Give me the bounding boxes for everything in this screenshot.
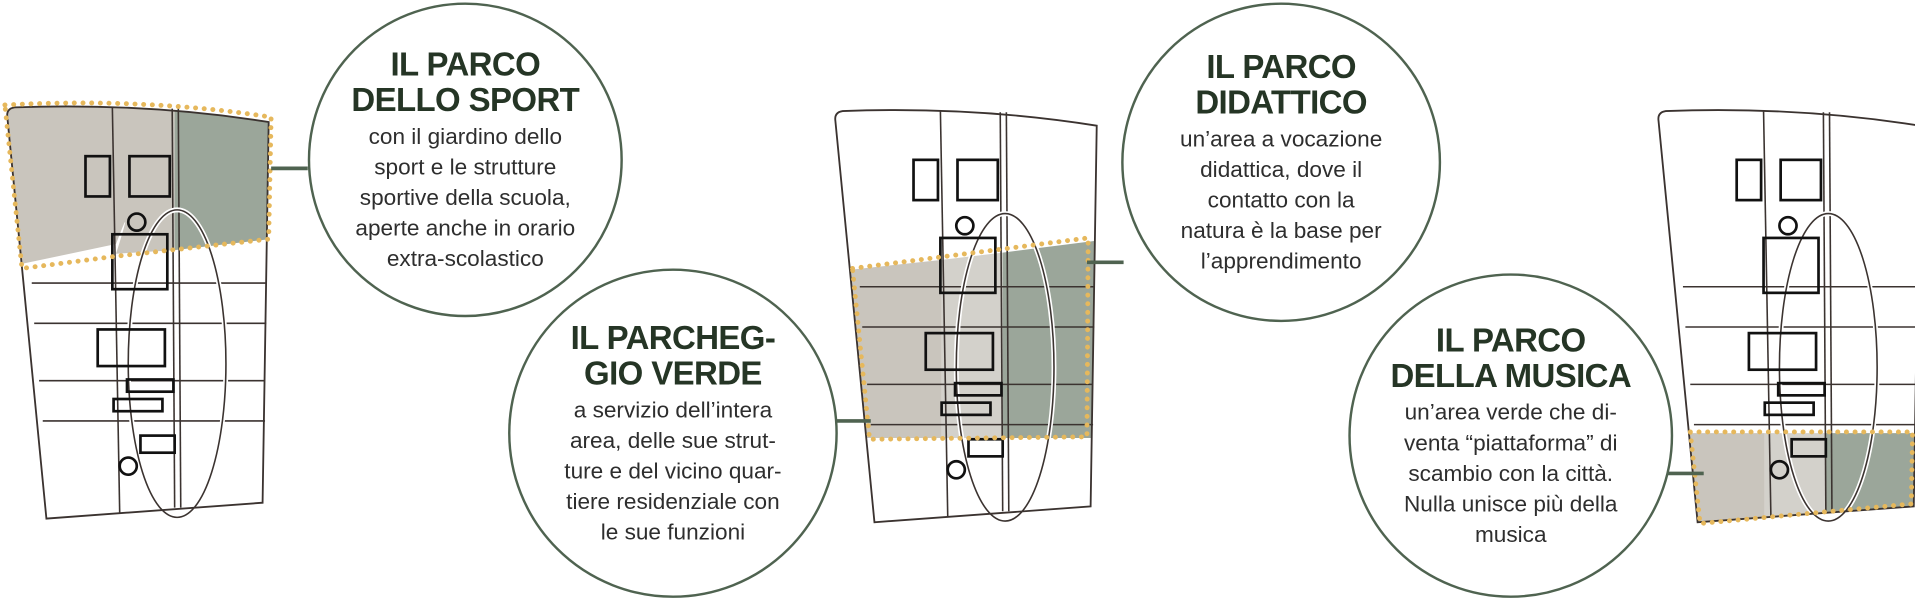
bubble-parco-musica: IL PARCO DELLA MUSICA un’area verde che … (1348, 273, 1674, 598)
bubble-text: con il giardino dello sport e le struttu… (355, 122, 576, 271)
bubble-text: un’area a vocazione didattica, dove il c… (1180, 125, 1383, 273)
bubble-title: IL PARCO DIDATTICO (1195, 48, 1367, 121)
bubble-title: IL PARCO DELLO SPORT (351, 45, 580, 118)
map-sport (2, 100, 308, 519)
highlight-outline (849, 235, 1091, 442)
highlight-outline (1687, 429, 1915, 527)
bubble-parco-sport: IL PARCO DELLO SPORT con il giardino del… (307, 2, 623, 318)
highlight-outline (2, 100, 274, 272)
bubble-title: IL PARCO DELLA MUSICA (1390, 321, 1632, 394)
highlight-grey (7, 106, 175, 269)
bubble-parcheggio-verde: IL PARCHEG- GIO VERDE a servizio dell’in… (508, 268, 838, 598)
highlight-green (1002, 239, 1097, 439)
map-music (1651, 110, 1915, 527)
highlight-green (174, 106, 269, 251)
bubble-text: a servizio dell’intera area, delle sue s… (564, 395, 782, 544)
bubble-title: IL PARCHEG- GIO VERDE (570, 319, 776, 392)
bubble-parco-didattico: IL PARCO DIDATTICO un’area a vocazione d… (1121, 2, 1442, 323)
map-parking (828, 110, 1124, 522)
bubble-text: un’area verde che di- venta “piattaforma… (1403, 398, 1618, 547)
